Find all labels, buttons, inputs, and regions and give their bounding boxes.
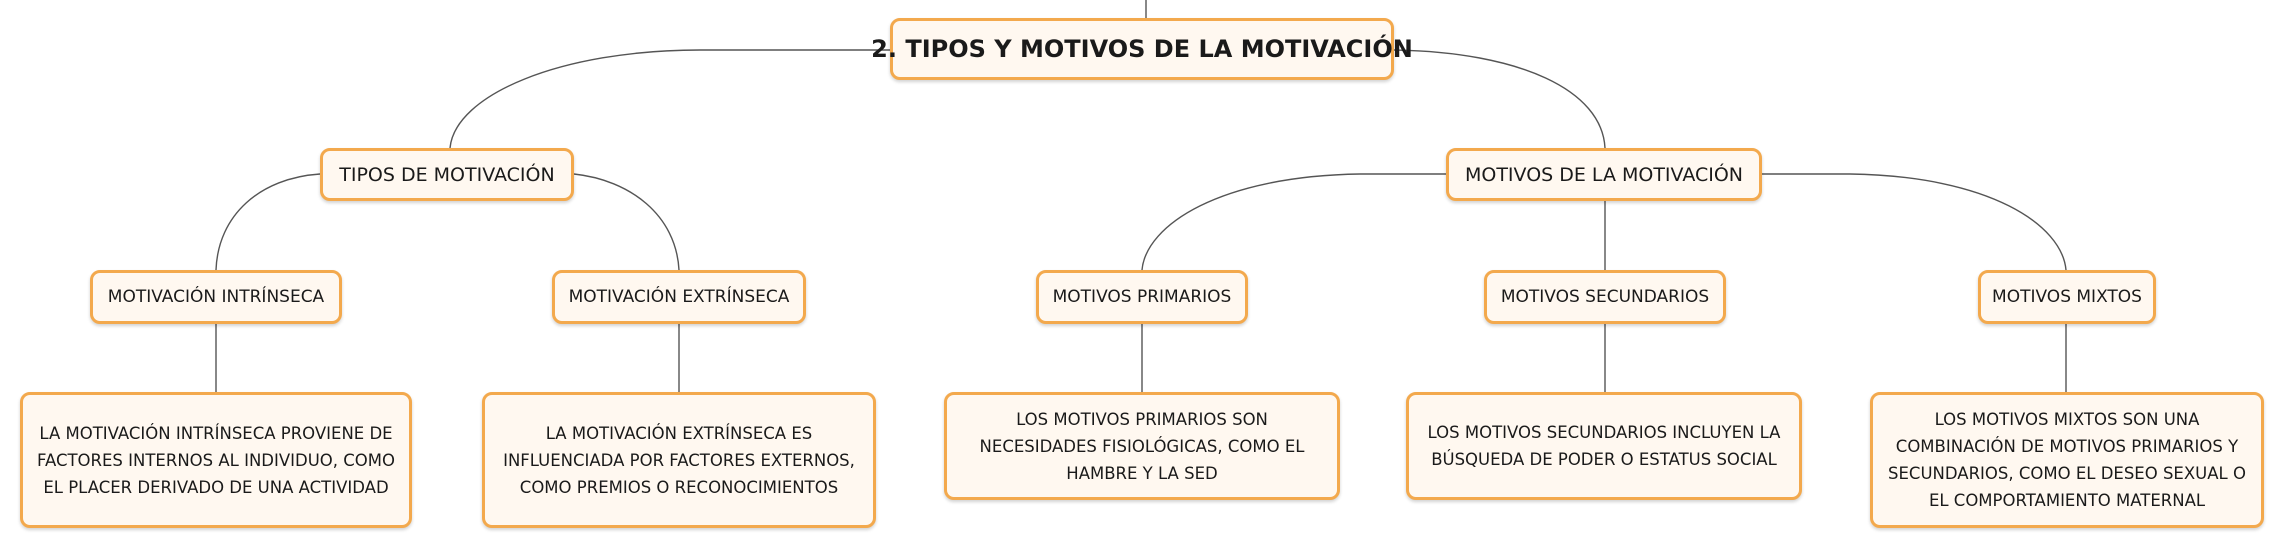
connector-root-motivos <box>1393 49 1606 149</box>
connector-root-tipos <box>449 49 890 149</box>
detail-text: LA MOTIVACIÓN INTRÍNSECA PROVIENE DE FAC… <box>36 423 396 497</box>
node-motivos-de-la-motivacion[interactable]: MOTIVOS DE LA MOTIVACIÓN <box>1446 148 1762 201</box>
node-motivos-primarios[interactable]: MOTIVOS PRIMARIOS <box>1036 270 1248 324</box>
node-label: TIPOS DE MOTIVACIÓN <box>339 163 555 186</box>
connector-motivos-primarios <box>1141 173 1446 271</box>
detail-motivacion-extrinseca[interactable]: LA MOTIVACIÓN EXTRÍNSECA ES INFLUENCIADA… <box>482 392 876 528</box>
detail-motivacion-intrinseca[interactable]: LA MOTIVACIÓN INTRÍNSECA PROVIENE DE FAC… <box>20 392 412 528</box>
node-label: MOTIVACIÓN INTRÍNSECA <box>107 287 325 307</box>
connector-tipos-intrinseca <box>215 173 321 271</box>
detail-text: LA MOTIVACIÓN EXTRÍNSECA ES INFLUENCIADA… <box>503 423 855 497</box>
node-motivos-mixtos[interactable]: MOTIVOS MIXTOS <box>1978 270 2156 324</box>
node-label: MOTIVOS SECUNDARIOS <box>1500 287 1710 307</box>
detail-text: LOS MOTIVOS MIXTOS SON UNA COMBINACIÓN D… <box>1888 410 2246 510</box>
detail-motivos-mixtos[interactable]: LOS MOTIVOS MIXTOS SON UNA COMBINACIÓN D… <box>1870 392 2264 528</box>
node-label: MOTIVOS DE LA MOTIVACIÓN <box>1464 163 1744 186</box>
detail-text: LOS MOTIVOS PRIMARIOS SON NECESIDADES FI… <box>979 409 1305 483</box>
node-motivos-secundarios[interactable]: MOTIVOS SECUNDARIOS <box>1484 270 1726 324</box>
connector-motivos-mixtos <box>1762 173 2067 271</box>
node-label: MOTIVACIÓN EXTRÍNSECA <box>568 287 790 307</box>
node-motivacion-intrinseca[interactable]: MOTIVACIÓN INTRÍNSECA <box>90 270 342 324</box>
detail-motivos-primarios[interactable]: LOS MOTIVOS PRIMARIOS SON NECESIDADES FI… <box>944 392 1340 500</box>
connector-tipos-extrinseca <box>573 173 680 271</box>
root-label: 2. TIPOS Y MOTIVOS DE LA MOTIVACIÓN <box>871 35 1413 63</box>
detail-text: LOS MOTIVOS SECUNDARIOS INCLUYEN LA BÚSQ… <box>1427 423 1781 469</box>
node-label: MOTIVOS PRIMARIOS <box>1052 287 1232 307</box>
detail-motivos-secundarios[interactable]: LOS MOTIVOS SECUNDARIOS INCLUYEN LA BÚSQ… <box>1406 392 1802 500</box>
node-label: MOTIVOS MIXTOS <box>1992 287 2142 307</box>
root-node[interactable]: 2. TIPOS Y MOTIVOS DE LA MOTIVACIÓN <box>871 18 1413 80</box>
node-tipos-de-motivacion[interactable]: TIPOS DE MOTIVACIÓN <box>320 148 574 201</box>
node-motivacion-extrinseca[interactable]: MOTIVACIÓN EXTRÍNSECA <box>552 270 806 324</box>
